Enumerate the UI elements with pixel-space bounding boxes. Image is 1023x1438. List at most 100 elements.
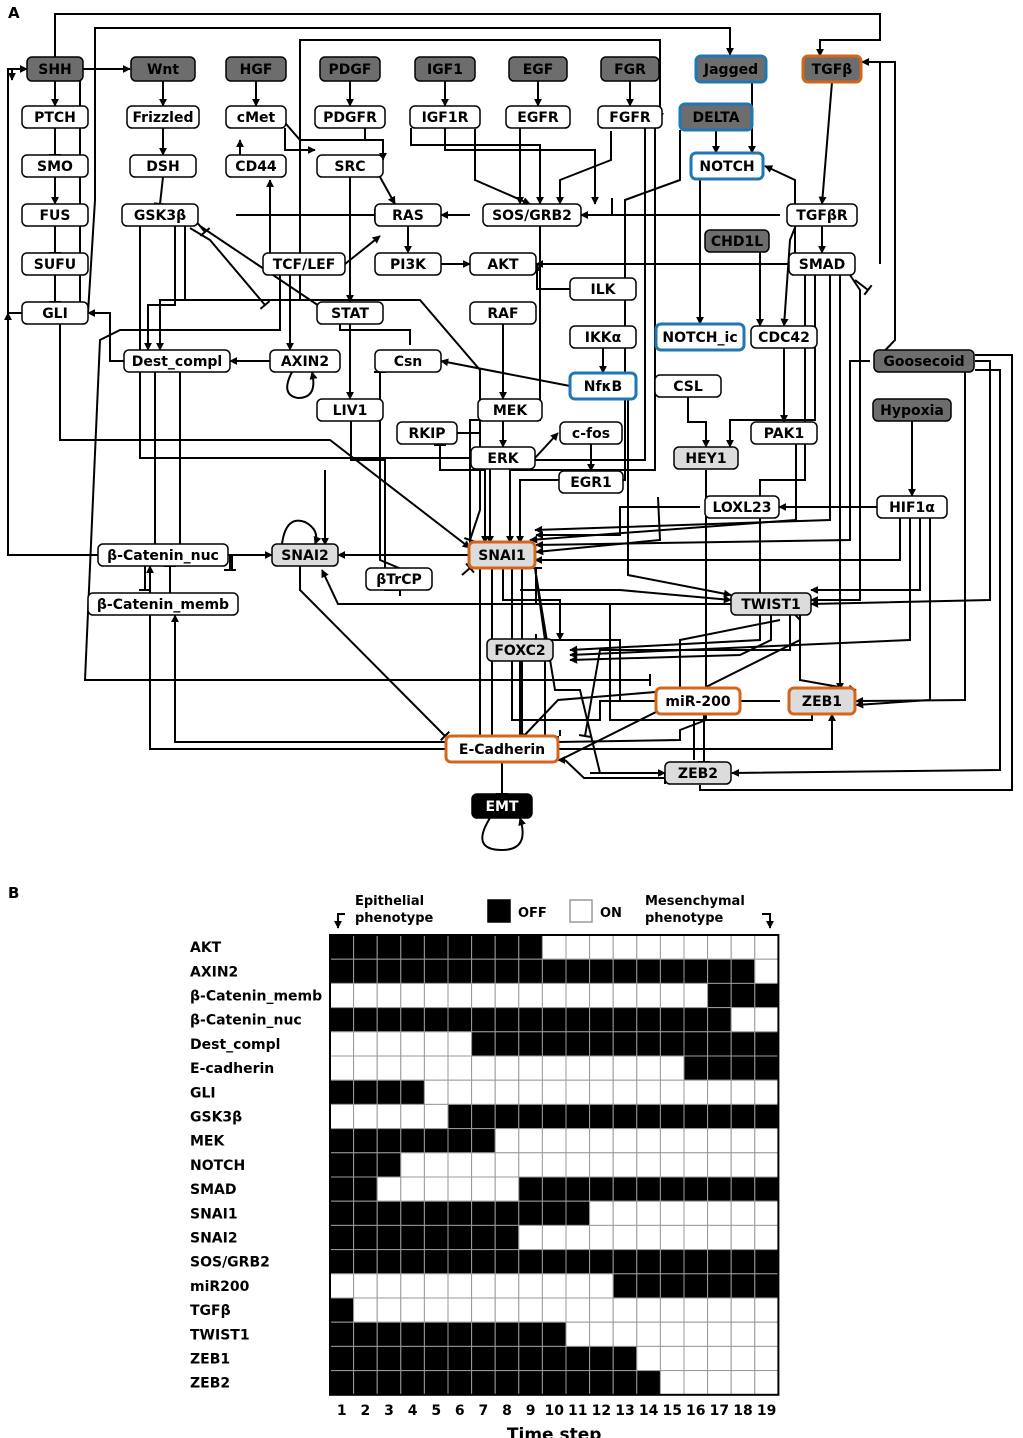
node-sufu: SUFU xyxy=(21,252,89,276)
cell-zeb1-t9 xyxy=(518,1345,543,1372)
edge-98 xyxy=(731,369,1001,777)
cell-tgf-t2 xyxy=(353,1297,378,1323)
node-foxc2: FOXC2 xyxy=(486,638,554,662)
cell-twist1-t1 xyxy=(329,1321,355,1347)
cell-catenin-memb-t14 xyxy=(636,982,661,1009)
cell-akt-t4 xyxy=(400,934,425,960)
cell-catenin-memb-t2 xyxy=(353,982,378,1009)
cell-gsk3-t3 xyxy=(376,1103,402,1130)
cell-zeb1-t8 xyxy=(494,1345,520,1372)
node-label: ZEB2 xyxy=(678,766,718,782)
row-label-snai2: SNAI2 xyxy=(190,1231,238,1247)
cell-sos-grb2-t13 xyxy=(612,1249,638,1275)
cell-tgf-t10 xyxy=(541,1297,567,1323)
node-label: GLI xyxy=(42,306,68,322)
cell-smad-t14 xyxy=(636,1176,661,1202)
cell-axin2-t2 xyxy=(353,958,378,984)
cell-zeb1-t1 xyxy=(329,1345,355,1372)
cell-tgf-t9 xyxy=(518,1297,543,1323)
node-box xyxy=(654,322,746,352)
edge-108 xyxy=(535,496,662,556)
cell-catenin-nuc-t13 xyxy=(612,1007,638,1033)
cell-mir200-t10 xyxy=(541,1273,567,1299)
edge-106 xyxy=(557,470,707,743)
node-label: CHD1L xyxy=(711,234,763,250)
node-box xyxy=(409,105,481,129)
cell-dest-compl-t12 xyxy=(589,1031,614,1057)
x-tick-13: 13 xyxy=(615,1403,634,1419)
cell-sos-grb2-t1 xyxy=(329,1249,355,1275)
cell-mek-t3 xyxy=(376,1128,402,1154)
cell-twist1-t9 xyxy=(518,1321,543,1347)
node-label: SNAI2 xyxy=(281,548,329,564)
cell-akt-t19 xyxy=(754,934,779,960)
edge-134 xyxy=(535,568,813,721)
node-box xyxy=(414,56,476,82)
edge-122 xyxy=(511,569,656,721)
cell-twist1-t19 xyxy=(754,1321,779,1347)
cell-tgf-t19 xyxy=(754,1297,779,1323)
node-label: SMO xyxy=(37,159,73,175)
cell-catenin-memb-t4 xyxy=(400,982,425,1009)
cell-snai2-t4 xyxy=(400,1224,425,1251)
cell-catenin-nuc-t15 xyxy=(659,1007,685,1033)
cell-akt-t15 xyxy=(659,934,685,960)
x-tick-3: 3 xyxy=(384,1403,394,1419)
edge-65 xyxy=(284,128,316,154)
node-label: NOTCH_ic xyxy=(662,330,737,346)
row-label-snai1: SNAI1 xyxy=(190,1206,238,1222)
cell-catenin-nuc-t2 xyxy=(353,1007,378,1033)
cell-sos-grb2-t15 xyxy=(659,1249,685,1275)
cell-zeb2-t9 xyxy=(518,1370,543,1396)
mesenchymal-label-1: Mesenchymal xyxy=(645,894,745,909)
cell-e-cadherin-t15 xyxy=(659,1055,685,1081)
cell-gli-t9 xyxy=(518,1079,543,1105)
node-label: Goosecoid xyxy=(883,354,964,370)
cell-akt-t14 xyxy=(636,934,661,960)
cell-zeb2-t17 xyxy=(707,1370,732,1396)
cell-akt-t2 xyxy=(353,934,378,960)
edge-54 xyxy=(861,58,881,264)
node-nfkb: NfκB xyxy=(568,371,638,401)
legend-on-swatch xyxy=(569,899,593,923)
cell-snai1-t7 xyxy=(471,1200,496,1226)
cell-dest-compl-t13 xyxy=(612,1031,638,1057)
node-ilk: ILK xyxy=(569,277,637,301)
cell-catenin-nuc-t19 xyxy=(754,1007,779,1033)
cell-sos-grb2-t9 xyxy=(518,1249,543,1275)
cell-mek-t2 xyxy=(353,1128,378,1154)
edge-140 xyxy=(854,279,869,291)
edge-110 xyxy=(379,372,400,569)
node-box xyxy=(271,543,339,567)
node-fgfr: FGFR xyxy=(597,105,663,129)
node-axin2: AXIN2 xyxy=(269,349,341,373)
node-label: PDGF xyxy=(329,62,372,78)
cell-smad-t18 xyxy=(730,1176,756,1202)
cell-akt-t10 xyxy=(541,934,567,960)
node-chd1l: CHD1L xyxy=(704,229,770,253)
node-csn: Csn xyxy=(374,349,442,373)
cell-axin2-t15 xyxy=(659,958,685,984)
cell-mir200-t9 xyxy=(518,1273,543,1299)
edge-7 xyxy=(159,176,164,205)
node-box xyxy=(750,325,818,349)
cell-mek-t13 xyxy=(612,1128,638,1154)
node-smo: SMO xyxy=(21,154,89,178)
node-box xyxy=(316,398,384,422)
cell-mir200-t15 xyxy=(659,1273,685,1299)
emt-self-loop xyxy=(481,817,526,852)
node-label: EGFR xyxy=(517,110,559,126)
cell-zeb2-t8 xyxy=(494,1370,520,1396)
edge-34 xyxy=(87,309,130,362)
cell-axin2-t10 xyxy=(541,958,567,984)
cell-zeb1-t14 xyxy=(636,1345,661,1372)
cell-catenin-memb-t18 xyxy=(730,982,756,1009)
cell-tgf-t13 xyxy=(612,1297,638,1323)
cell-catenin-nuc-t16 xyxy=(683,1007,709,1033)
node-label: Dest_compl xyxy=(132,354,222,370)
cell-akt-t6 xyxy=(447,934,473,960)
cell-axin2-t3 xyxy=(376,958,402,984)
node-box xyxy=(87,592,239,616)
cell-catenin-nuc-t1 xyxy=(329,1007,355,1033)
cell-tgf-t11 xyxy=(565,1297,591,1323)
